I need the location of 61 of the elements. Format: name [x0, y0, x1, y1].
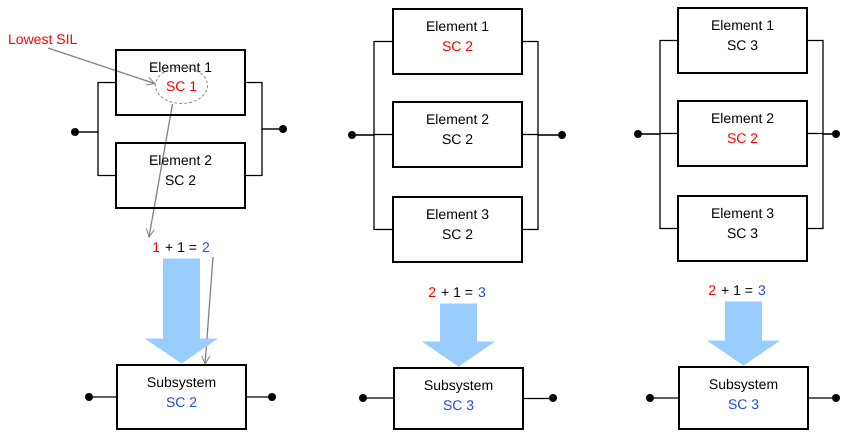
callout-text: Lowest SIL [8, 29, 88, 48]
sc-value: SC 2 [726, 129, 758, 148]
wire [246, 128, 279, 176]
box-title: Element 3 [426, 205, 490, 224]
subsystem-box [678, 366, 809, 430]
sc-value: SC 2 [164, 171, 196, 190]
equation-term: + 1 = [441, 282, 473, 302]
equation-term: 1 [152, 238, 160, 256]
sc-value: SC 2 [442, 37, 474, 56]
equation-term: 2 [202, 238, 210, 256]
box-title: Subsystem [146, 373, 216, 392]
equation-term: 2 [428, 282, 436, 302]
box-title: Subsystem [708, 375, 778, 394]
sc-value: SC 2 [166, 393, 198, 412]
equation-term: 2 [708, 280, 716, 300]
equation-term: 3 [478, 282, 486, 302]
element-box [392, 101, 523, 168]
box-title: Element 1 [710, 16, 774, 35]
sc-value: SC 3 [726, 36, 758, 55]
box-title: Element 2 [426, 110, 490, 129]
block-arrow [422, 304, 496, 367]
wire [654, 397, 678, 399]
sc-value: SC 2 [442, 130, 474, 149]
element-box [392, 8, 523, 75]
block-arrow [706, 302, 780, 366]
wire [247, 396, 268, 398]
equation-term: 3 [758, 280, 766, 300]
sc-value: SC 3 [726, 224, 758, 243]
sc-value: SC 3 [728, 395, 760, 414]
leader-arrow [146, 104, 174, 238]
wire [642, 133, 677, 230]
wire [524, 398, 549, 400]
box-title: Subsystem [424, 376, 494, 395]
box-title: Element 2 [710, 109, 774, 128]
sc-value: SC 2 [442, 225, 474, 244]
element-box [677, 195, 808, 262]
element-box [677, 100, 808, 167]
box-title: Element 1 [426, 17, 490, 36]
wire [367, 397, 393, 399]
wire [356, 134, 392, 230]
wire [93, 396, 116, 398]
box-title: Element 2 [148, 151, 212, 170]
sc-value: SC 1 [166, 76, 198, 96]
element-box [115, 142, 246, 209]
element-box [392, 196, 523, 263]
leader-arrow [48, 47, 156, 86]
box-title: Element 1 [148, 58, 212, 77]
wire [79, 131, 115, 176]
equation-term: + 1 = [165, 238, 197, 256]
sc-value: SC 3 [442, 396, 474, 415]
block-arrow [144, 258, 218, 364]
equation-term: + 1 = [721, 280, 753, 300]
box-title: Element 3 [710, 204, 774, 223]
subsystem-box [116, 364, 247, 430]
wire [523, 134, 558, 230]
wire [808, 133, 832, 230]
element-box [677, 7, 808, 74]
subsystem-box [393, 367, 524, 430]
wire [809, 397, 832, 399]
leader-arrow [201, 256, 214, 364]
element-box [115, 49, 246, 116]
